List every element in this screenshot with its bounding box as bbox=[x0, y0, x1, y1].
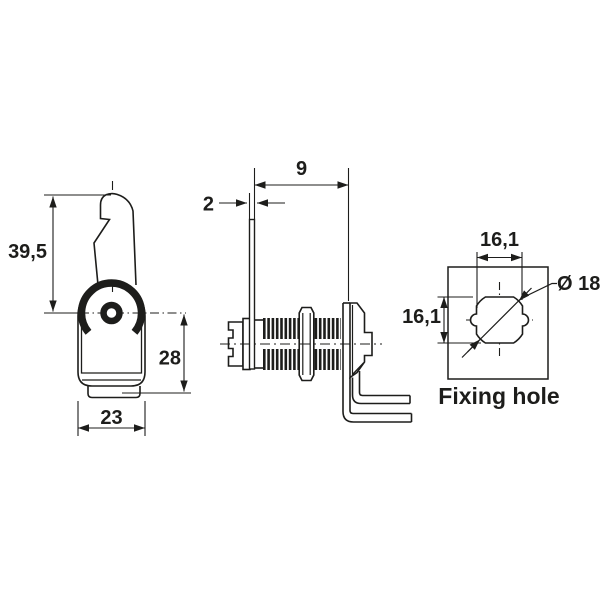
dim-label-28: 28 bbox=[159, 348, 181, 370]
bracket-inner-inner-edge bbox=[358, 371, 410, 397]
cam-plate bbox=[248, 218, 256, 370]
diameter-leader-line bbox=[461, 282, 557, 358]
diameter-arrow-bottom bbox=[467, 339, 481, 353]
diameter-arrow-top bbox=[518, 287, 532, 302]
dimension-diameter-18: Ø 18 bbox=[461, 273, 600, 358]
dim-label-diameter: Ø 18 bbox=[557, 273, 600, 295]
dimension-39-5: 39,5 bbox=[8, 194, 111, 312]
face-ring bbox=[77, 279, 146, 335]
rear-flange-block bbox=[349, 302, 373, 380]
dim-label-2: 2 bbox=[203, 194, 214, 216]
fixing-hole-caption: Fixing hole bbox=[438, 383, 559, 409]
side-view: 9 2 bbox=[203, 158, 413, 423]
dimension-23: 23 bbox=[77, 401, 146, 436]
dim-label-16-1-left: 16,1 bbox=[402, 306, 441, 328]
dim-label-9: 9 bbox=[296, 158, 307, 180]
panel-outline bbox=[447, 266, 549, 380]
front-view: 39,5 28 23 bbox=[8, 181, 191, 436]
dim-label-39-5: 39,5 bbox=[8, 241, 47, 263]
fixing-hole-view: Ø 18 16,1 16,1 Fixing hole bbox=[402, 229, 600, 409]
keyhole bbox=[100, 301, 123, 325]
flange-bend-line bbox=[351, 362, 365, 375]
dimension-9: 9 bbox=[248, 158, 350, 301]
lock-body-bottom-step bbox=[87, 386, 141, 399]
hook-cam-fill bbox=[94, 193, 136, 285]
hook-cam-outline bbox=[93, 192, 137, 286]
dimension-2: 2 bbox=[203, 194, 285, 216]
bracket-outer-inner-edge bbox=[349, 377, 412, 415]
dimension-16-1-left: 16,1 bbox=[402, 296, 481, 344]
dimension-28: 28 bbox=[122, 314, 191, 394]
dimension-16-1-top: 16,1 bbox=[476, 229, 523, 308]
bracket-inner-edge bbox=[351, 377, 410, 405]
dim-label-16-1-top: 16,1 bbox=[480, 229, 519, 251]
bracket-outer-edge bbox=[342, 303, 412, 423]
dim-label-23: 23 bbox=[100, 407, 122, 429]
